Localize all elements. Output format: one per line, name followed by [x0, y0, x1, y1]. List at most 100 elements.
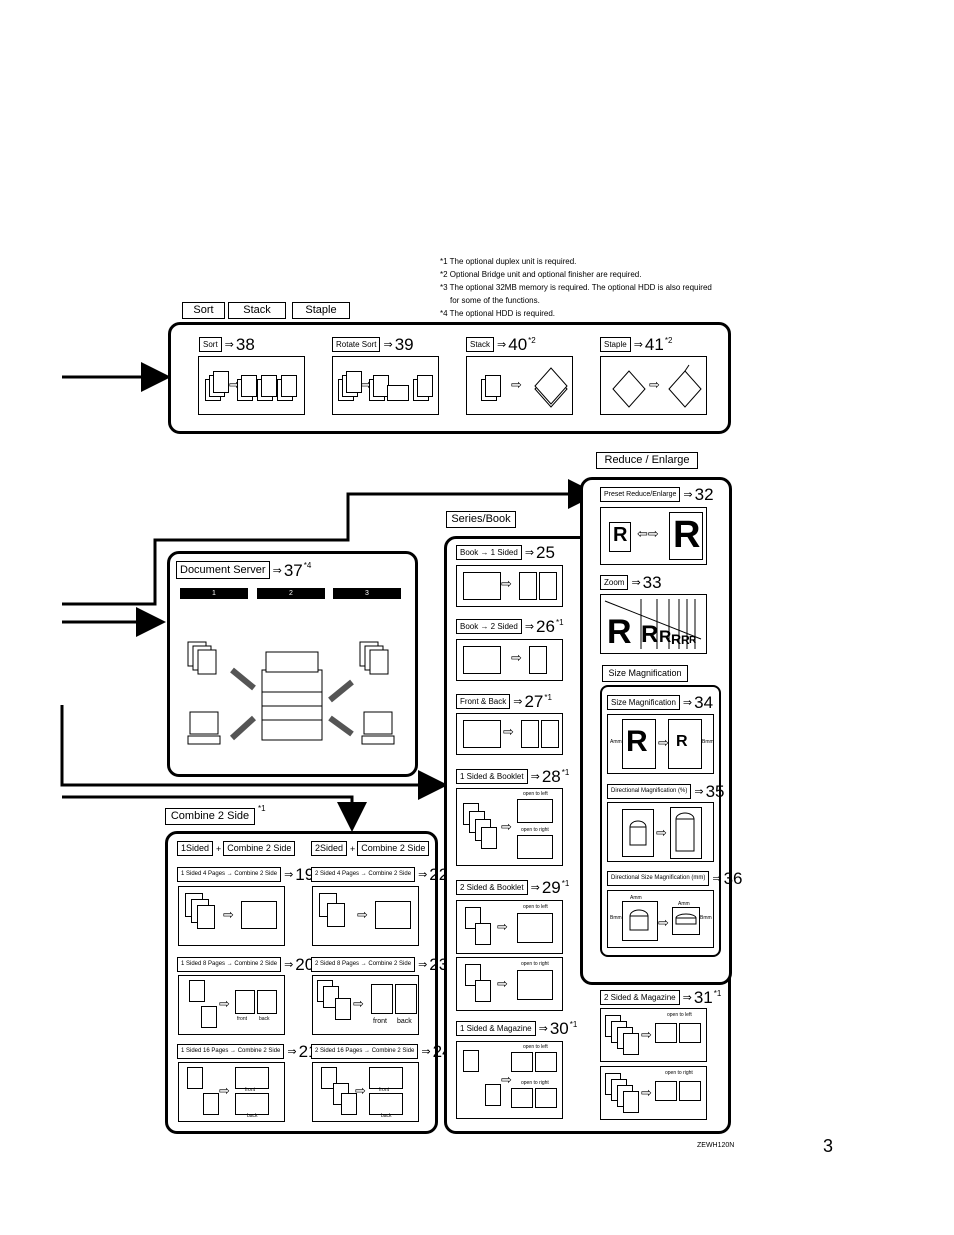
- zoom-illustration: R R R R R R: [600, 594, 707, 654]
- stack-box: Stack: [466, 337, 495, 352]
- open-left-label: open to left: [523, 791, 548, 797]
- dir-mag-box: Directional Magnification (%): [607, 784, 692, 799]
- series-book-header: Series/Book: [446, 511, 516, 528]
- series-item-31: 2 Sided & Magazine ⇒ 31 *1: [600, 989, 721, 1006]
- open-right-label: open to right: [665, 1070, 693, 1076]
- note-ref: *1: [569, 1020, 578, 1029]
- ref-arrow: ⇒: [421, 1046, 431, 1058]
- ref-arrow: ⇒: [284, 959, 294, 971]
- note-ref: *2: [528, 336, 536, 345]
- page-ref: 23: [429, 955, 449, 974]
- staple-header: Staple: [292, 302, 350, 319]
- bmm-label: Bmm: [610, 915, 622, 921]
- r-small: R: [613, 524, 628, 546]
- rotate-sort-illustration: ⇨: [332, 356, 439, 415]
- combine-col1-header: 1Sided + Combine 2 Side: [177, 841, 296, 856]
- sort-item-box: Sort: [199, 337, 222, 352]
- combine-illustration-22: ⇨: [312, 886, 419, 946]
- sort-header: Sort: [182, 302, 225, 319]
- open-right-label: open to right: [521, 827, 549, 833]
- size-mag-illustration: Amm R ⇨ R Bmm: [607, 714, 714, 774]
- r-zoom-2: R: [641, 621, 659, 648]
- back-label: back: [397, 1018, 412, 1025]
- dir-mag-illustration: ⇨: [607, 802, 714, 862]
- front-label: front: [379, 1087, 390, 1093]
- ref-arrow: ⇒: [631, 577, 641, 589]
- note-ref: *1: [561, 879, 570, 888]
- combine-illustration-24: ⇨ front back: [312, 1062, 419, 1122]
- page-ref: 31: [693, 988, 713, 1007]
- ref-arrow: ⇒: [712, 873, 722, 885]
- series-item-28: 1 Sided & Booklet ⇒ 28 *1: [456, 768, 569, 785]
- page-ref: 27: [524, 692, 544, 711]
- combine-box: 2 Sided 4 Pages → Combine 2 Side: [311, 867, 416, 882]
- size-magnification-header: Size Magnification: [602, 665, 688, 682]
- series-illustration-26: ⇨: [456, 639, 563, 681]
- series-illustration-31b: ⇨ open to right: [600, 1066, 707, 1120]
- page-ref: 20: [295, 955, 315, 974]
- document-server-label: Document Server ⇒ 37 *4: [176, 561, 311, 579]
- ref-arrow: ⇒: [418, 959, 428, 971]
- r-zoom-5: R: [681, 633, 690, 647]
- combine-col2-header: 2Sided + Combine 2 Side: [311, 841, 430, 856]
- ref-arrow: ⇒: [524, 547, 535, 559]
- ref-arrow: ⇒: [530, 882, 540, 894]
- series-box: Book → 2 Sided: [456, 619, 522, 634]
- note-2: *2 Optional Bridge unit and optional fin…: [440, 270, 642, 279]
- series-box: Front & Back: [456, 694, 511, 709]
- note-3: *3 The optional 32MB memory is required.…: [440, 283, 712, 292]
- note-ref: *2: [664, 336, 673, 345]
- page-ref: 33: [642, 573, 662, 592]
- dir-size-mag-box: Directional Size Magnification (mm): [607, 871, 710, 886]
- ds-tab-3: 3: [333, 588, 401, 599]
- combine-item-24: 2 Sided 16 Pages → Combine 2 Side ⇒ 24: [311, 1043, 452, 1060]
- note-1: *1 The optional duplex unit is required.: [440, 257, 577, 266]
- figure-code: ZEWH120N: [697, 1142, 735, 1149]
- amm-label: Amm: [610, 739, 622, 745]
- bmm-label: Bmm: [702, 739, 714, 745]
- r-large: R: [673, 514, 701, 556]
- back-label: back: [381, 1113, 392, 1119]
- front-label: front: [373, 1018, 388, 1025]
- r-size-a: R: [626, 725, 648, 758]
- ref-arrow: ⇒: [682, 697, 693, 709]
- series-item-30: 1 Sided & Magazine ⇒ 30 *1: [456, 1020, 577, 1037]
- page-ref: 41: [644, 335, 664, 354]
- preset-reduce-illustration: R ⇦⇨ R: [600, 507, 707, 565]
- size-item-34: Size Magnification ⇒ 34: [607, 694, 713, 711]
- r-zoom-6: R: [689, 635, 697, 646]
- series-box: 2 Sided & Magazine: [600, 990, 680, 1005]
- col2-a: 2Sided: [311, 841, 348, 856]
- page-ref: 28: [541, 767, 561, 786]
- ref-arrow: ⇒: [683, 489, 693, 501]
- col1-a: 1Sided: [177, 841, 214, 856]
- staple-illustration: ⇨: [600, 356, 707, 415]
- combine-illustration-21: ⇨ front back: [178, 1062, 285, 1122]
- combine-box: 1 Sided 4 Pages → Combine 2 Side: [177, 867, 282, 882]
- ref-arrow: ⇒: [497, 339, 507, 351]
- ref-arrow: ⇒: [284, 869, 294, 881]
- open-left-label: open to left: [523, 1044, 548, 1050]
- combine-note: *1: [258, 804, 266, 813]
- r-zoom-1: R: [607, 613, 632, 651]
- dir-size-mag-illustration: Bmm Amm ⇨ Amm Bmm: [607, 890, 714, 948]
- page-ref: 32: [694, 485, 714, 504]
- front-label: front: [245, 1087, 256, 1093]
- page-ref: 25: [536, 543, 555, 562]
- ref-arrow: ⇒: [224, 339, 234, 351]
- open-right-label: open to right: [521, 1080, 549, 1086]
- page-ref: 38: [235, 335, 255, 354]
- ref-arrow: ⇒: [272, 564, 282, 577]
- ref-arrow: ⇒: [513, 696, 523, 708]
- ds-tab-1: 1: [180, 588, 248, 599]
- reduce-item-33: Zoom ⇒ 33: [600, 574, 662, 591]
- combine-illustration-19: ⇨: [178, 886, 285, 946]
- rotate-sort-box: Rotate Sort: [332, 337, 381, 352]
- stack-header: Stack: [228, 302, 286, 319]
- series-box: 1 Sided & Booklet: [456, 769, 528, 784]
- page-ref: 37: [283, 560, 303, 580]
- series-illustration-25: ⇨: [456, 565, 563, 607]
- series-box: 2 Sided & Booklet: [456, 880, 528, 895]
- size-item-36: Directional Size Magnification (mm) ⇒ 36: [607, 870, 743, 887]
